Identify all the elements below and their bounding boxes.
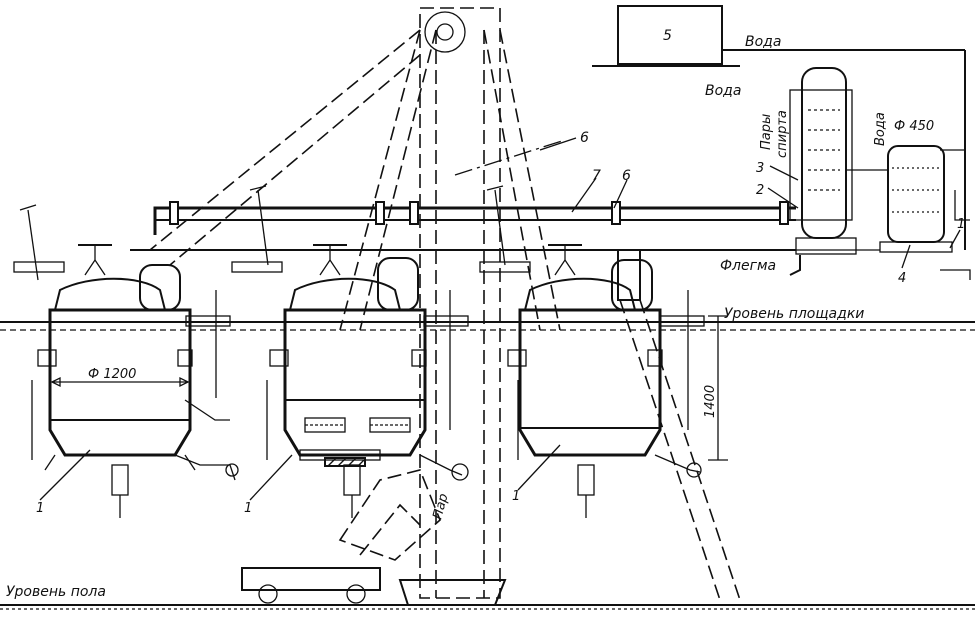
- platform-boards: [185, 315, 705, 327]
- floor-cart: [241, 567, 381, 604]
- callout-7: 7: [592, 168, 601, 184]
- label-vapors-line2: спирта: [775, 110, 790, 158]
- callout-2: 2: [756, 183, 764, 198]
- dimension-1400: [708, 315, 728, 461]
- still-unit-middle: [231, 185, 469, 561]
- callout-5: 5: [663, 28, 672, 44]
- callout-1-right: 1: [957, 217, 965, 232]
- label-water-mid: Вода: [705, 83, 741, 99]
- callout-1c: 1: [512, 489, 520, 504]
- label-floor-level: Уровень пола: [6, 584, 106, 600]
- label-diameter-1200: Ф 1200: [88, 367, 136, 382]
- dimension-1200: [50, 376, 190, 388]
- still-unit-right: [479, 185, 741, 601]
- label-phlegm: Флегма: [720, 258, 776, 274]
- elevator-structure: [149, 7, 566, 606]
- label-steam: Пар: [430, 492, 451, 521]
- still-unit-left: [13, 204, 239, 518]
- platform-level: [0, 321, 975, 331]
- leader-lines: [39, 137, 961, 501]
- callout-4: 4: [898, 271, 906, 286]
- vessel-4: [846, 145, 971, 280]
- callout-1a: 1: [36, 501, 44, 516]
- label-vapors-line1: Пары: [759, 114, 774, 150]
- callout-1b: 1: [244, 501, 252, 516]
- label-platform-level: Уровень площадки: [724, 306, 864, 322]
- label-water-top: Вода: [745, 34, 781, 50]
- column-3: [789, 67, 857, 255]
- pipelines: [130, 201, 880, 301]
- callout-6b: 6: [622, 168, 631, 184]
- label-height-1400: 1400: [703, 385, 718, 418]
- label-water-right: Вода: [873, 112, 888, 146]
- callout-6a: 6: [580, 130, 589, 146]
- label-diameter-450: Ф 450: [894, 119, 934, 134]
- callout-3: 3: [756, 161, 764, 176]
